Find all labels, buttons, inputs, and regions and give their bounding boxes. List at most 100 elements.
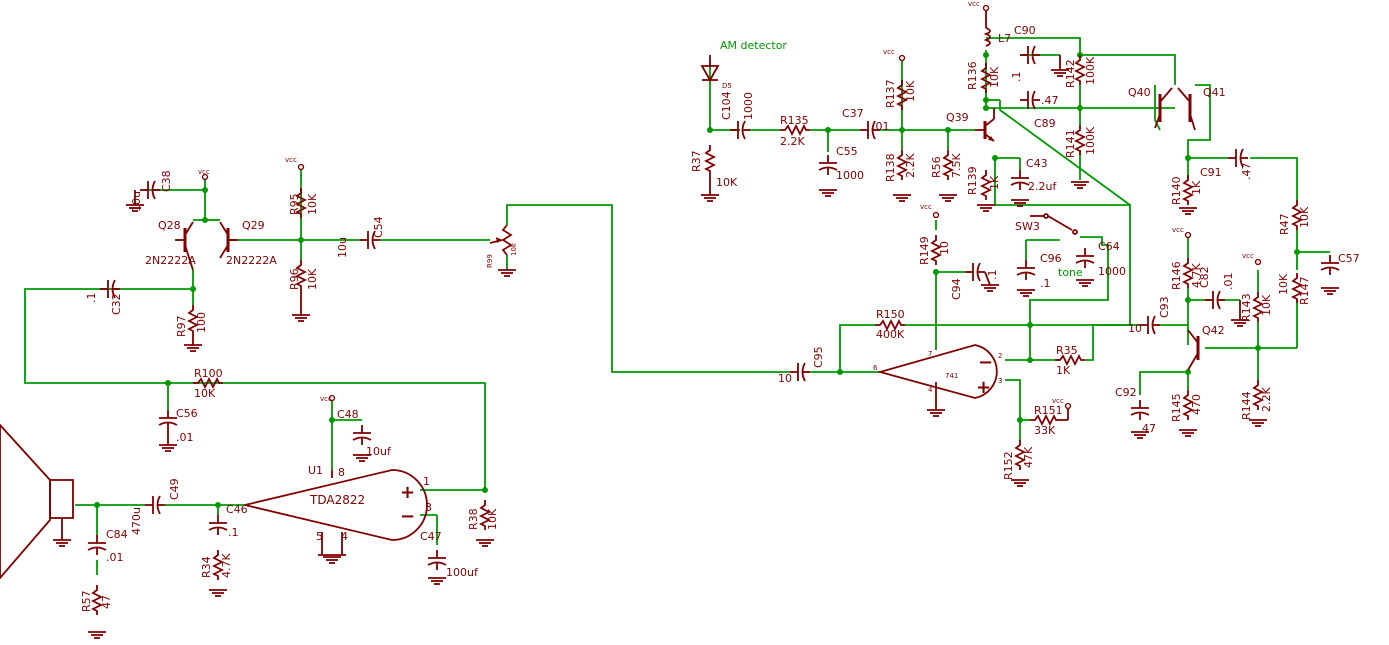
svg-text:100K: 100K <box>1084 126 1097 155</box>
svg-text:R144: R144 <box>1240 391 1253 420</box>
svg-text:10K: 10K <box>1277 273 1290 295</box>
svg-text:Q40: Q40 <box>1128 86 1151 99</box>
svg-text:.01: .01 <box>176 431 194 444</box>
svg-text:10K: 10K <box>716 176 738 189</box>
svg-text:R100: R100 <box>194 367 223 380</box>
svg-text:.1: .1 <box>986 270 999 281</box>
svg-text:Q41: Q41 <box>1203 86 1226 99</box>
svg-text:C104: C104 <box>720 91 733 120</box>
switch-icon <box>1030 213 1078 235</box>
svg-text:C37: C37 <box>842 107 864 120</box>
svg-text:3: 3 <box>425 501 432 514</box>
components <box>0 4 1340 639</box>
svg-text:.1: .1 <box>1010 72 1023 83</box>
svg-text:2.2uf: 2.2uf <box>1028 180 1057 193</box>
inductor-icon <box>983 27 991 47</box>
svg-text:R151: R151 <box>1034 404 1063 417</box>
svg-text:vcc: vcc <box>1242 252 1254 260</box>
svg-text:vcc: vcc <box>198 168 210 176</box>
svg-text:1000: 1000 <box>836 169 864 182</box>
svg-text:Q39: Q39 <box>946 111 969 124</box>
svg-text:47: 47 <box>1142 422 1156 435</box>
svg-text:R152: R152 <box>1002 451 1015 480</box>
svg-text:C46: C46 <box>226 503 248 516</box>
svg-text:C91: C91 <box>1200 166 1222 179</box>
tone-label: tone <box>1058 266 1083 279</box>
diode-icon <box>700 55 720 82</box>
svg-text:C47: C47 <box>420 530 442 543</box>
svg-text:C55: C55 <box>836 145 858 158</box>
svg-text:R57: R57 <box>80 590 93 612</box>
svg-text:C57: C57 <box>1338 252 1360 265</box>
svg-text:10uf: 10uf <box>366 445 392 458</box>
svg-text:C84: C84 <box>106 528 128 541</box>
svg-text:R38: R38 <box>467 508 480 530</box>
svg-text:R99: R99 <box>486 254 494 268</box>
svg-text:2.2K: 2.2K <box>1260 387 1273 412</box>
svg-text:10: 10 <box>938 241 951 255</box>
svg-text:.01: .01 <box>1222 273 1235 291</box>
svg-text:R97: R97 <box>175 315 188 337</box>
svg-text:R136: R136 <box>966 61 979 90</box>
svg-text:R135: R135 <box>780 114 809 127</box>
svg-text:R145: R145 <box>1170 393 1183 422</box>
svg-text:+: + <box>400 482 415 503</box>
svg-text:2N2222A: 2N2222A <box>145 254 196 267</box>
svg-text:4.7K: 4.7K <box>1190 263 1203 288</box>
svg-text:3: 3 <box>998 377 1002 385</box>
svg-text:R150: R150 <box>876 308 905 321</box>
svg-text:1: 1 <box>423 475 430 488</box>
svg-text:C32: C32 <box>110 293 123 315</box>
svg-text:.1: .1 <box>85 293 98 304</box>
svg-text:100uf: 100uf <box>446 566 479 579</box>
svg-text:.01: .01 <box>106 551 124 564</box>
svg-text:100: 100 <box>195 312 208 333</box>
svg-text:R96: R96 <box>288 268 301 290</box>
svg-text:7.5K: 7.5K <box>950 153 963 178</box>
svg-text:vcc: vcc <box>285 156 297 164</box>
svg-text:L7: L7 <box>998 32 1011 45</box>
junctions <box>94 52 1300 508</box>
svg-text:R34: R34 <box>200 556 213 578</box>
svg-text:vcc: vcc <box>1052 397 1064 405</box>
svg-text:47K: 47K <box>1022 446 1035 468</box>
svg-text:vcc: vcc <box>883 48 895 56</box>
svg-text:C64: C64 <box>1098 240 1120 253</box>
svg-text:Q29: Q29 <box>242 219 265 232</box>
svg-text:R137: R137 <box>884 79 897 108</box>
svg-text:4.7K: 4.7K <box>220 553 233 578</box>
svg-text:7: 7 <box>928 350 932 358</box>
svg-text:1000: 1000 <box>1098 265 1126 278</box>
svg-text:1K: 1K <box>988 175 1001 190</box>
svg-text:10K: 10K <box>194 387 216 400</box>
svg-text:10u: 10u <box>130 191 143 212</box>
labels: AM detector tone SW3 U1 TDA2822 741 D5 L… <box>80 0 1360 612</box>
svg-text:−: − <box>978 352 993 373</box>
wires <box>24 37 1330 575</box>
svg-text:10: 10 <box>778 372 792 385</box>
svg-text:4: 4 <box>341 530 348 543</box>
svg-text:1000: 1000 <box>742 92 755 120</box>
svg-text:R37: R37 <box>690 150 703 172</box>
svg-text:C96: C96 <box>1040 252 1062 265</box>
svg-text:10k: 10k <box>510 242 518 256</box>
svg-text:R142: R142 <box>1064 59 1077 88</box>
svg-text:R56: R56 <box>930 156 943 178</box>
svg-text:470u: 470u <box>130 507 143 535</box>
svg-text:.47: .47 <box>1041 94 1059 107</box>
svg-text:10K: 10K <box>486 508 499 530</box>
svg-text:D5: D5 <box>722 82 732 90</box>
svg-text:C56: C56 <box>176 407 198 420</box>
svg-text:10K: 10K <box>1260 294 1273 316</box>
svg-text:C43: C43 <box>1026 157 1048 170</box>
svg-text:C49: C49 <box>168 478 181 500</box>
svg-text:.47: .47 <box>1240 163 1253 181</box>
svg-text:vcc: vcc <box>920 203 932 211</box>
svg-text:1K: 1K <box>1190 180 1203 195</box>
svg-text:10K: 10K <box>306 268 319 290</box>
svg-text:SW3: SW3 <box>1015 220 1040 233</box>
svg-text:vcc: vcc <box>320 395 332 403</box>
svg-text:R141: R141 <box>1064 129 1077 158</box>
svg-text:U1: U1 <box>308 464 323 477</box>
